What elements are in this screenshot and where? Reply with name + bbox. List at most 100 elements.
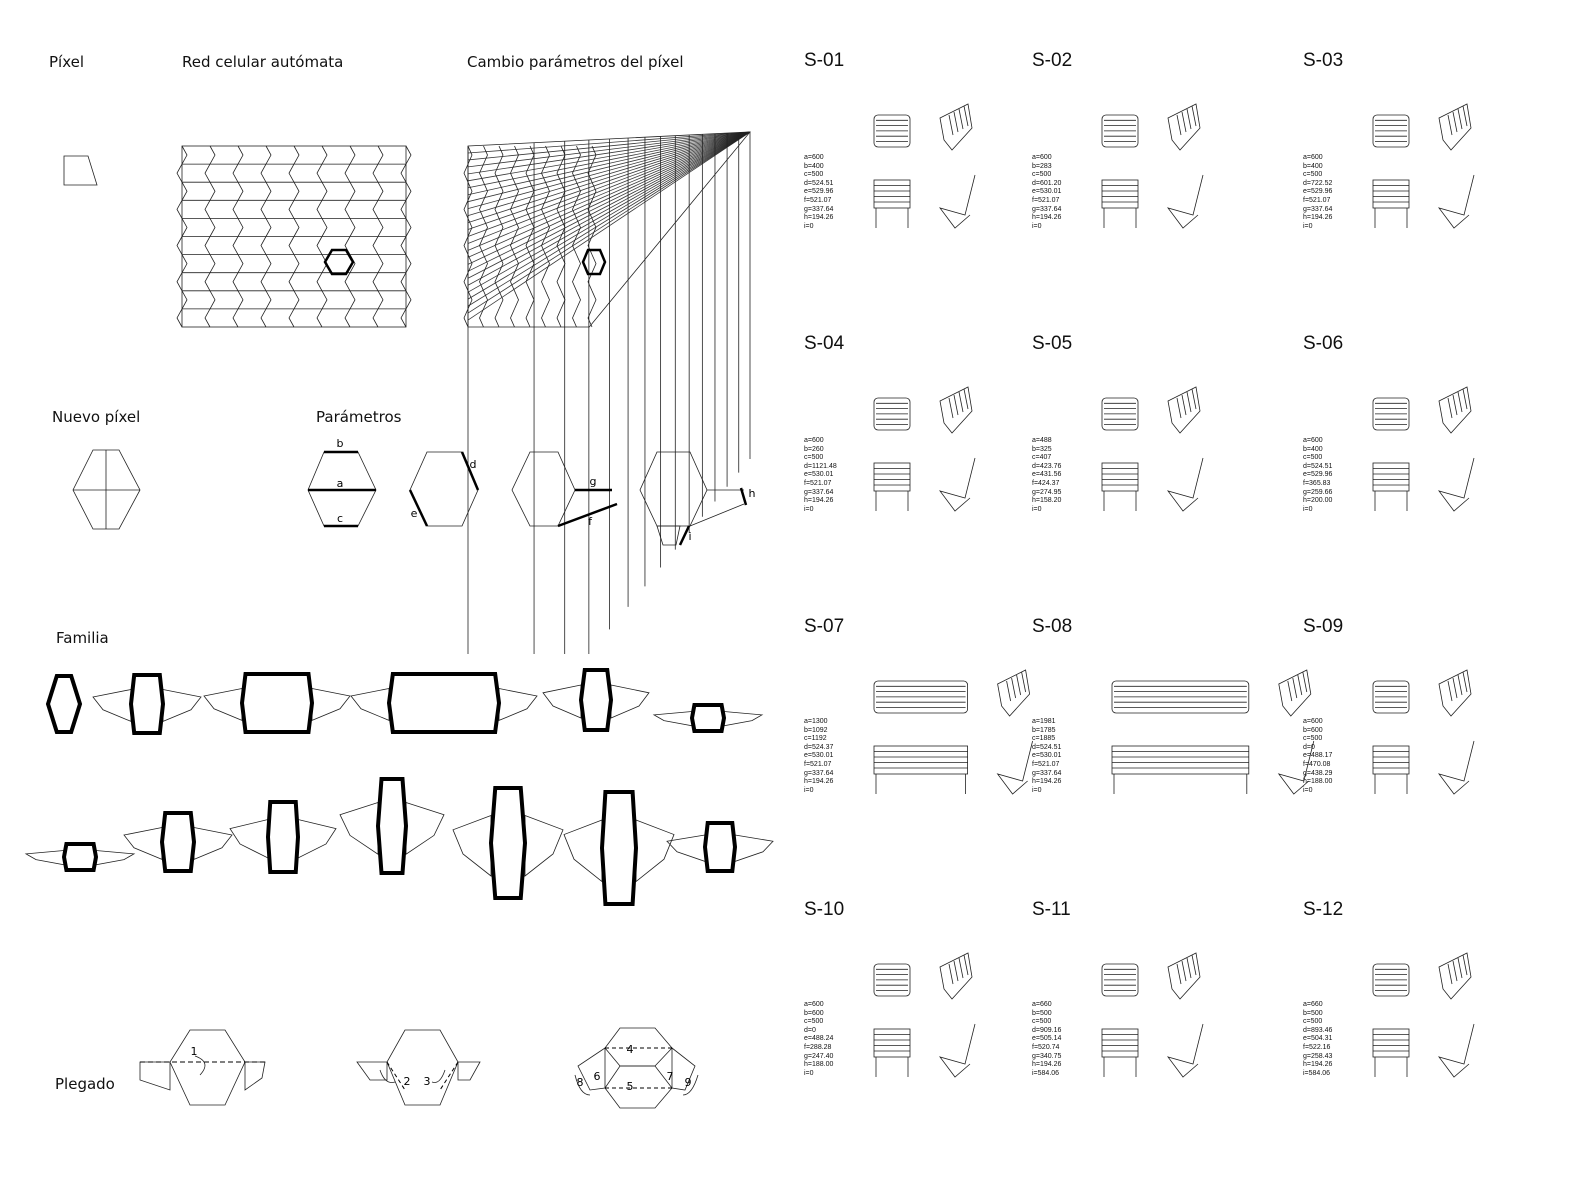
grid-zigzag [349,145,356,165]
chair-slat [1447,963,1453,985]
chair-slat [1302,671,1308,693]
param-value: e=529.96 [1303,188,1333,196]
grid-zigzag [321,218,328,237]
grid-zigzag [181,254,188,273]
param-letter-f: f [588,515,593,528]
grid-zigzag [232,200,239,219]
family-shape [61,842,99,872]
grid-zigzag [400,163,407,183]
param-value: h=188.00 [804,1061,834,1069]
param-value: f=521.07 [1032,196,1060,204]
param-value: c=500 [804,1018,824,1026]
param-letter-h: h [749,487,756,500]
chair-slat [1181,960,1187,982]
skew-hline [467,131,751,223]
fold-number-2: 2 [404,1075,411,1088]
grid-zigzag [377,254,384,273]
skew-zigzag [525,308,531,328]
chair-side-view [1438,669,1472,717]
param-value: b=500 [1303,1009,1323,1017]
folding-heading: Plegado [55,1075,115,1093]
skew-zigzag [587,200,593,219]
param-value: g=337.64 [804,205,834,213]
chair-front-view [1372,745,1410,775]
skew-zigzag [510,200,515,219]
param-diagram-abc [307,450,377,528]
skew-hline [467,131,751,314]
skew-zigzag [494,308,500,328]
chair-slat [1176,397,1182,419]
skew-hline [467,131,751,258]
param-value: h=200.00 [1303,497,1333,505]
grid-zigzag [288,163,295,183]
change-params-heading: Cambio parámetros del píxel [467,53,684,71]
chair-profile-view [996,740,1033,795]
skew-zigzag [479,236,484,255]
param-letter-e: e [411,507,418,520]
skew-zigzag [560,218,566,237]
skew-zigzag [463,236,469,255]
chair-front-view [1372,462,1410,492]
grid-zigzag [232,236,239,255]
skew-zigzag [572,272,577,291]
param-value: f=521.07 [1303,196,1331,204]
skew-zigzag [541,236,546,255]
sample-label: S-02 [1032,50,1073,71]
grid-zigzag [293,218,300,237]
skew-zigzag [494,200,500,219]
family-wing [405,801,445,855]
param-value: i=0 [1032,505,1042,513]
skew-hline [467,131,751,321]
grid-zigzag [372,163,379,183]
skew-hline [467,131,751,175]
chair-profile-view [938,457,976,512]
grid-zigzag [349,290,356,310]
sample-sketch [873,952,976,1078]
chair-slat [1462,671,1468,693]
grid-zigzag [288,200,295,219]
skew-zigzag [467,182,473,201]
grid-zigzag [265,182,272,201]
sample-label: S-01 [804,50,845,71]
grid-zigzag [349,182,356,201]
param-value: a=1981 [1032,718,1056,725]
skew-zigzag [556,308,562,328]
chair-profile-view [1437,457,1475,512]
skew-zigzag [560,182,566,201]
grid-zigzag [209,254,216,273]
grid-zigzag [288,236,295,255]
param-value: g=337.64 [1032,205,1062,213]
grid-zigzag [204,163,211,183]
family-shape [702,821,738,873]
grid-zigzag [372,200,379,219]
grid-zigzag [181,182,188,201]
param-value: b=400 [1303,162,1323,170]
family-shape [239,672,315,734]
chair-slat [1452,960,1458,982]
grid-zigzag [288,272,295,291]
chair-slat [1457,108,1463,130]
param-value: e=530.01 [804,752,834,760]
param-value: i=0 [804,505,814,513]
chair-slat [1181,394,1187,416]
param-letter-g: g [590,475,597,488]
skew-zigzag [494,163,500,183]
param-value: f=520.74 [1032,1043,1060,1051]
grid-zigzag [265,290,272,310]
param-value: a=600 [1303,437,1323,444]
skew-zigzag [525,163,531,183]
fold-diagram-3 [574,1027,699,1109]
param-value: h=158.20 [1032,497,1062,505]
seat-top-view [873,963,911,997]
skew-zigzag [463,308,469,328]
chair-side-view [1438,103,1472,151]
sample-label: S-11 [1032,899,1071,920]
skew-zigzag [514,145,519,165]
param-letter-b: b [337,437,344,450]
skew-zigzag [572,200,577,219]
skew-zigzag [467,290,473,310]
